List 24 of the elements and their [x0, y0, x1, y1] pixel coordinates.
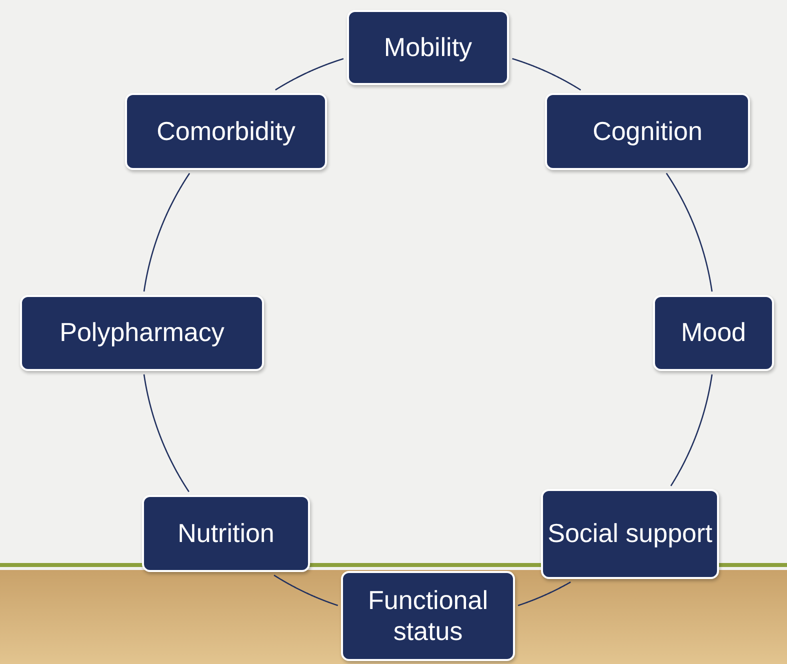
- process-box: [341, 571, 515, 661]
- process-box: [125, 93, 327, 170]
- connector-arc: [274, 574, 338, 606]
- process-box: [545, 93, 750, 170]
- node-label: Mood: [680, 317, 746, 349]
- node-label: Social support: [548, 518, 712, 550]
- connector-arc: [143, 172, 190, 292]
- connector-arc: [275, 58, 344, 90]
- node-label: Nutrition: [178, 518, 274, 550]
- connector-arc: [143, 374, 190, 492]
- process-box: [142, 495, 310, 572]
- node-label: Mobility: [384, 32, 472, 64]
- node-label: Functional status: [367, 584, 489, 648]
- node-label: Cognition: [592, 116, 702, 148]
- connector-arc: [518, 582, 571, 606]
- connector-arc: [666, 172, 713, 292]
- process-box: [20, 295, 264, 371]
- node-label: Polypharmacy: [60, 317, 224, 349]
- connector-arc: [670, 374, 713, 486]
- node-label: Comorbidity: [156, 116, 296, 148]
- process-box: [347, 10, 509, 85]
- process-box: [541, 489, 719, 579]
- connector-arc: [512, 58, 582, 91]
- process-box: [653, 295, 774, 371]
